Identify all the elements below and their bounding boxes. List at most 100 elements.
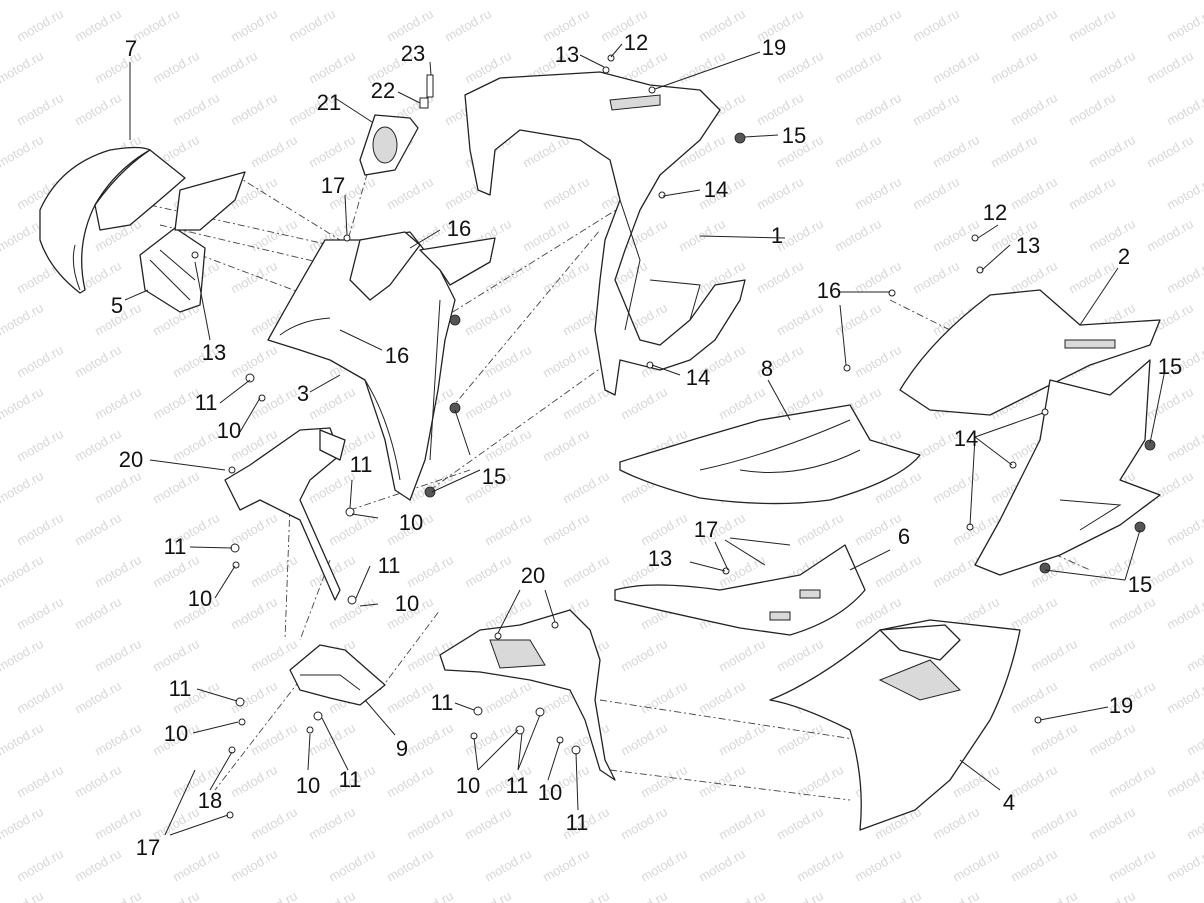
watermark-text: motod.ru <box>14 342 66 381</box>
watermark-text: motod.ru <box>1144 216 1196 255</box>
watermark-text: motod.ru <box>364 0 416 3</box>
watermark-text: motod.ru <box>1008 846 1060 885</box>
watermark-text: motod.ru <box>482 678 534 717</box>
callout-12-a: 12 <box>624 30 648 55</box>
callout-9: 9 <box>396 736 408 761</box>
callout-13-c: 13 <box>555 42 579 67</box>
part-6-trim <box>614 544 866 636</box>
callout-15-b: 15 <box>782 123 806 148</box>
watermark-text: motod.ru <box>1144 132 1196 171</box>
watermark-text: motod.ru <box>716 720 768 759</box>
watermark-text: motod.ru <box>228 90 280 129</box>
watermark-text: motod.ru <box>1164 762 1204 801</box>
watermark-text: motod.ru <box>14 90 66 129</box>
watermark-text: motod.ru <box>72 6 124 45</box>
watermark-text: motod.ru <box>1106 762 1158 801</box>
watermark-text: motod.ru <box>404 804 456 843</box>
part-22-spacer <box>419 97 429 109</box>
watermark-text: motod.ru <box>0 468 46 507</box>
watermark-text: motod.ru <box>832 48 884 87</box>
watermark-text: motod.ru <box>462 804 514 843</box>
callout-10-e: 10 <box>164 721 188 746</box>
watermark-text: motod.ru <box>988 132 1040 171</box>
watermark-text: motod.ru <box>14 762 66 801</box>
watermark-text: motod.ru <box>1086 888 1138 903</box>
watermark-text: motod.ru <box>1028 804 1080 843</box>
watermark-text: motod.ru <box>208 48 260 87</box>
watermark-text: motod.ru <box>72 342 124 381</box>
watermark-text: motod.ru <box>950 846 1002 885</box>
watermark-text: motod.ru <box>482 510 534 549</box>
watermark-text: motod.ru <box>1144 48 1196 87</box>
watermark-text: motod.ru <box>852 342 904 381</box>
callout-15-a: 15 <box>482 464 506 489</box>
callout-11-h: 11 <box>506 773 529 798</box>
watermark-text: motod.ru <box>716 804 768 843</box>
callout-18: 18 <box>198 788 222 813</box>
watermark-text: motod.ru <box>540 846 592 885</box>
callout-20-a: 20 <box>119 447 143 472</box>
watermark-text: motod.ru <box>1086 132 1138 171</box>
watermark-text: motod.ru <box>0 48 46 87</box>
part-9-plate <box>289 644 386 706</box>
part-2-side-cowl <box>899 289 1161 576</box>
watermark-text: motod.ru <box>306 48 358 87</box>
watermark-text: motod.ru <box>482 342 534 381</box>
watermark-text: motod.ru <box>0 384 46 423</box>
callout-8: 8 <box>761 356 773 381</box>
callout-2: 2 <box>1118 244 1130 269</box>
watermark-text: motod.ru <box>930 48 982 87</box>
watermark-text: motod.ru <box>560 888 612 903</box>
watermark-text: motod.ru <box>150 636 202 675</box>
callout-16-b: 16 <box>385 343 409 368</box>
watermark-text: motod.ru <box>92 468 144 507</box>
callout-15-d: 15 <box>1128 572 1152 597</box>
watermark-text: motod.ru <box>52 0 104 3</box>
callout-22: 22 <box>371 78 395 103</box>
watermark-text: motod.ru <box>404 720 456 759</box>
watermark-text: motod.ru <box>482 426 534 465</box>
callout-12-b: 12 <box>983 200 1007 225</box>
watermark-text: motod.ru <box>462 300 514 339</box>
watermark-text: motod.ru <box>14 510 66 549</box>
watermark-text: motod.ru <box>286 6 338 45</box>
watermark-text: motod.ru <box>482 846 534 885</box>
callout-14-b: 14 <box>686 365 710 390</box>
watermark-text: motod.ru <box>832 132 884 171</box>
watermark-text: motod.ru <box>618 636 670 675</box>
watermark-text: motod.ru <box>696 678 748 717</box>
watermark-text: motod.ru <box>540 174 592 213</box>
watermark-text: motod.ru <box>754 174 806 213</box>
watermark-text: motod.ru <box>676 48 728 87</box>
watermark-text: motod.ru <box>150 468 202 507</box>
watermark-text: motod.ru <box>1066 6 1118 45</box>
watermark-text: motod.ru <box>930 132 982 171</box>
watermark-text: motod.ru <box>384 846 436 885</box>
callout-11-f: 11 <box>339 767 362 792</box>
watermark-text: motod.ru <box>774 888 826 903</box>
watermark-text: motod.ru <box>1164 846 1204 885</box>
callout-10-a: 10 <box>217 418 241 443</box>
watermark-text: motod.ru <box>248 216 300 255</box>
watermark-text: motod.ru <box>1028 636 1080 675</box>
watermark-text: motod.ru <box>560 552 612 591</box>
watermark-text: motod.ru <box>404 552 456 591</box>
watermark-text: motod.ru <box>832 216 884 255</box>
callout-10-h: 10 <box>538 780 562 805</box>
watermark-text: motod.ru <box>520 0 572 3</box>
watermark-text: motod.ru <box>1008 762 1060 801</box>
watermark-text: motod.ru <box>1086 48 1138 87</box>
watermark-text: motod.ru <box>1008 174 1060 213</box>
watermark-text: motod.ru <box>130 6 182 45</box>
watermark-text: motod.ru <box>1028 888 1080 903</box>
watermark-text: motod.ru <box>248 720 300 759</box>
watermark-text: motod.ru <box>540 6 592 45</box>
watermark-text: motod.ru <box>638 762 690 801</box>
watermark-text: motod.ru <box>462 0 514 3</box>
part-7-front-cowl <box>39 146 186 294</box>
watermark-text: motod.ru <box>852 174 904 213</box>
watermark-text: motod.ru <box>930 468 982 507</box>
watermark-text: motod.ru <box>540 510 592 549</box>
